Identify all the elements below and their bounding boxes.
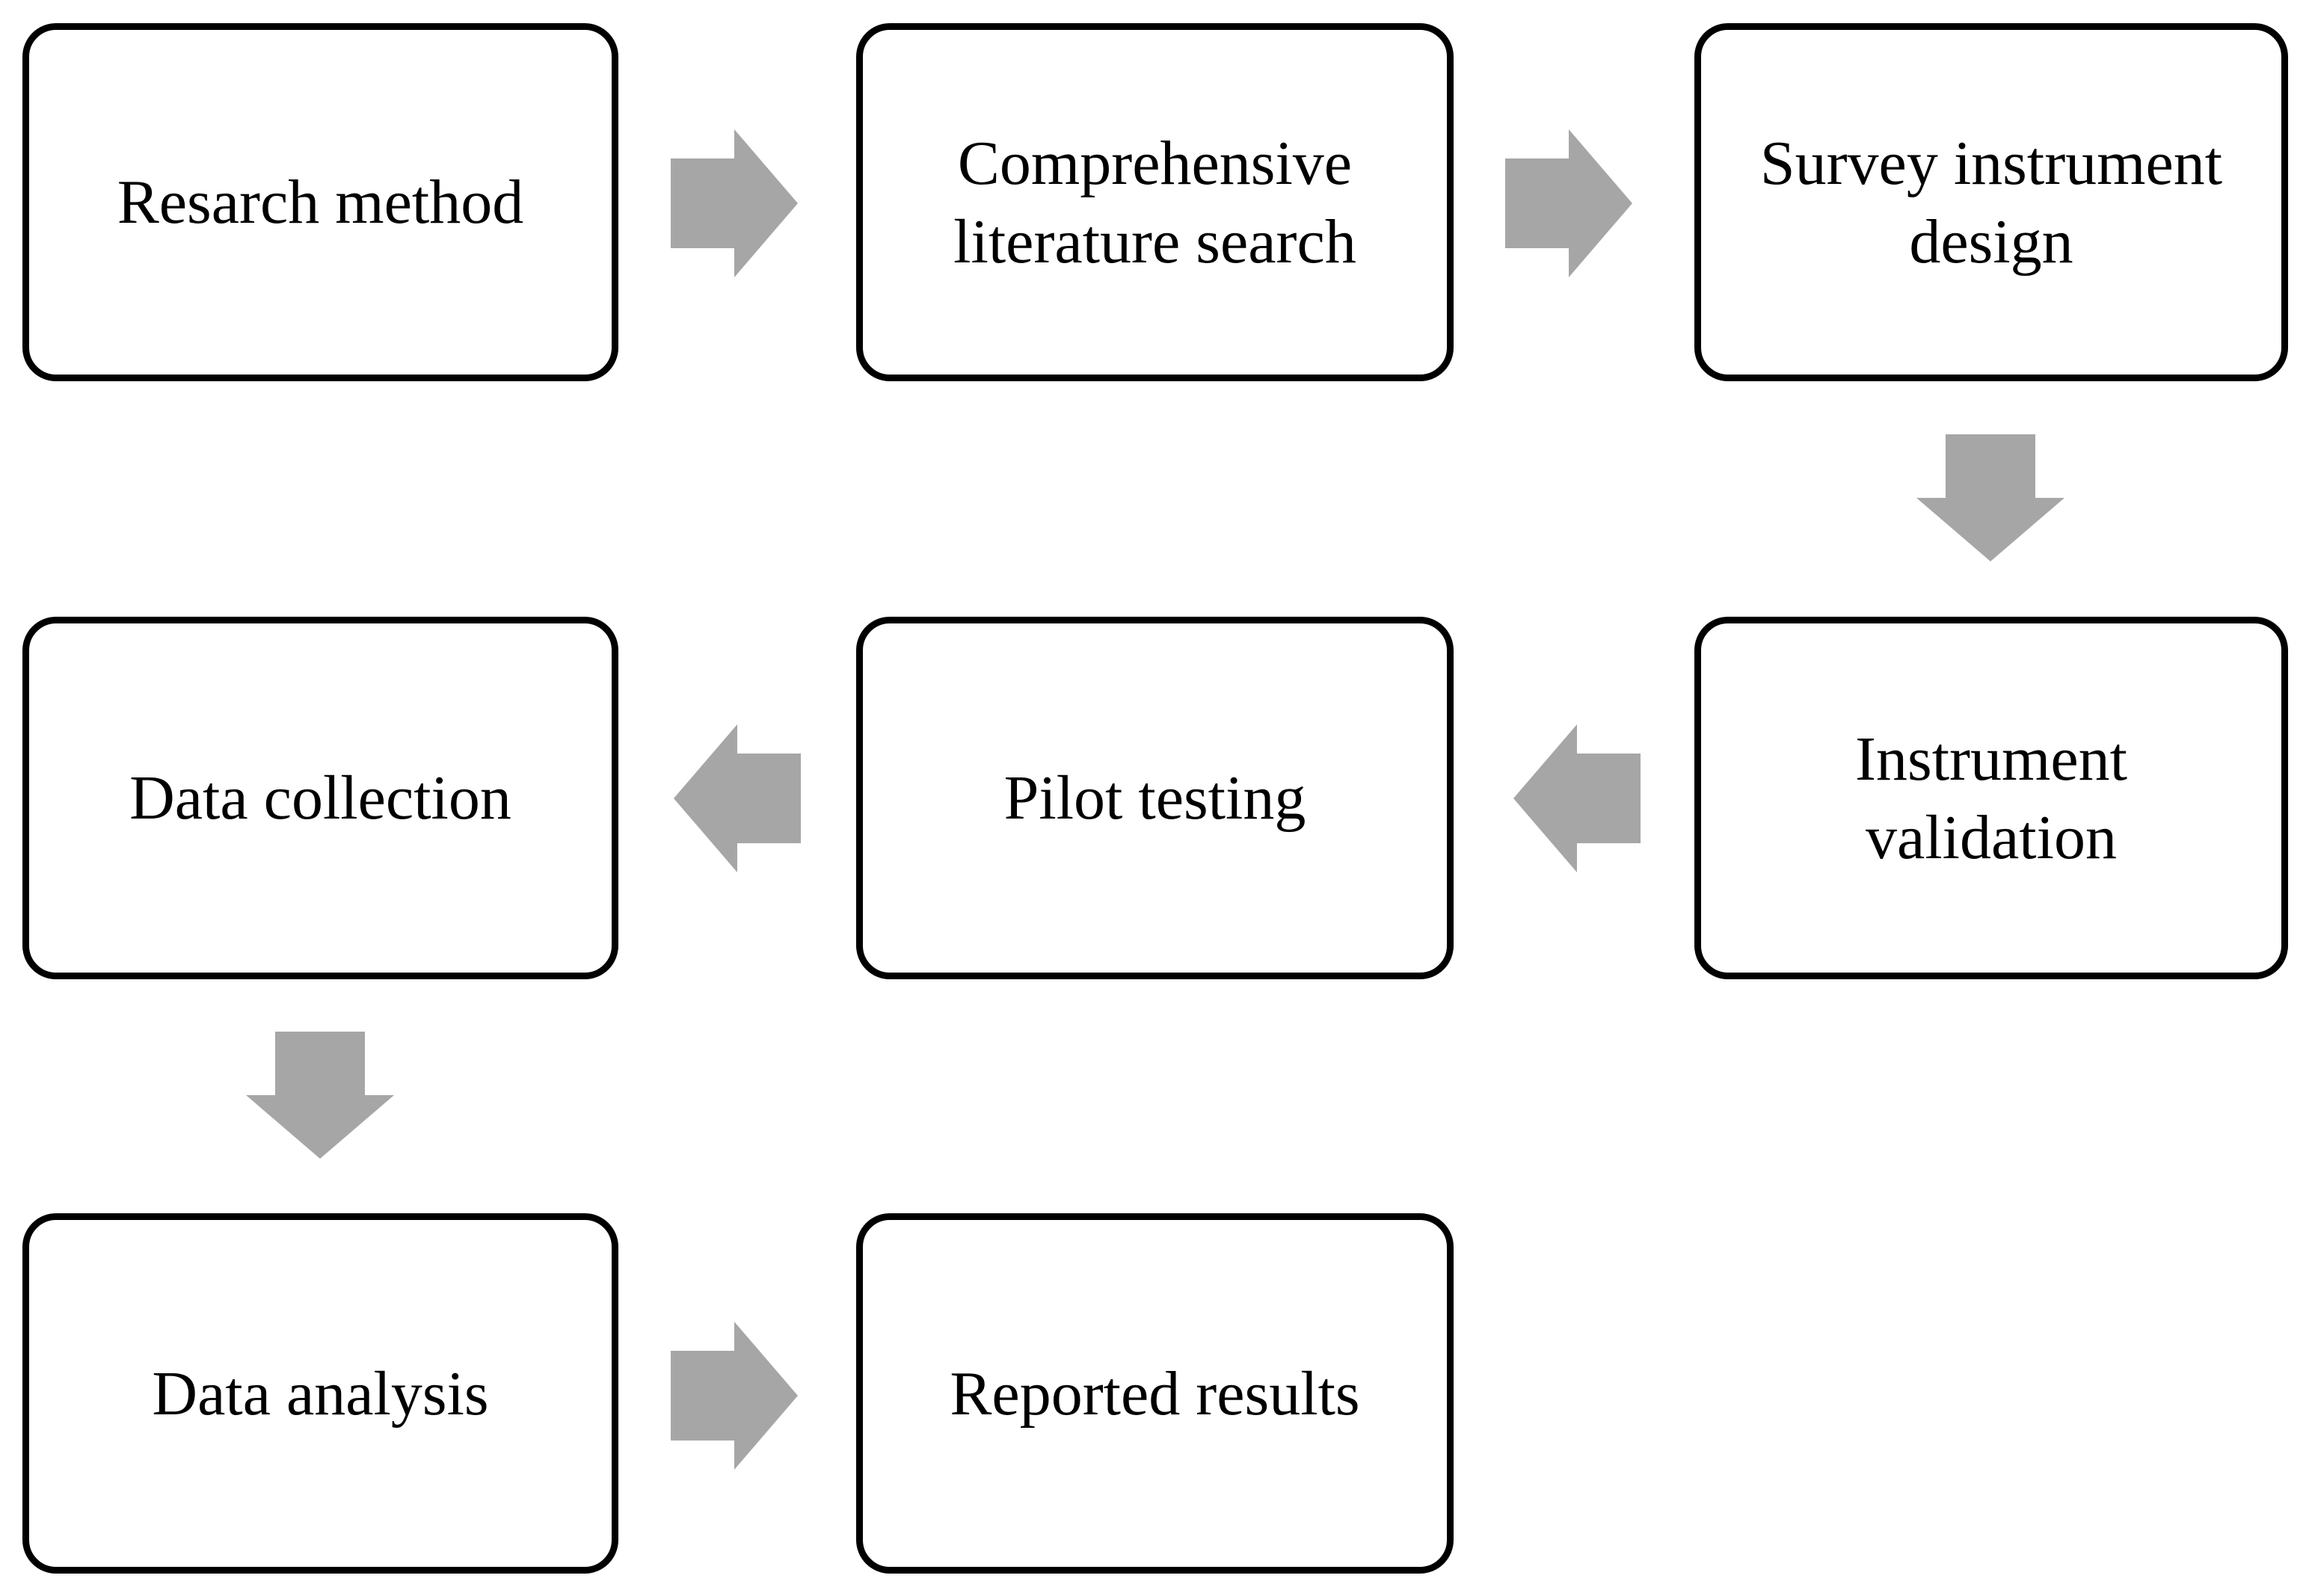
node-reported-results-label: Reported results (950, 1358, 1360, 1429)
arrow-down-icon-1 (1916, 434, 2064, 561)
node-data-analysis-label: Data analysis (152, 1358, 489, 1429)
node-reported-results: Reported results (856, 1213, 1454, 1574)
node-survey-instrument-design-label: Survey instrument design (1759, 128, 2223, 277)
node-instrument-validation: Instrument validation (1694, 617, 2288, 979)
arrow-right-icon-3 (671, 1322, 798, 1470)
node-instrument-validation-label: Instrument validation (1855, 724, 2127, 872)
node-research-method: Resarch method (22, 23, 618, 381)
arrow-left-icon-2 (674, 724, 801, 872)
arrow-down-icon-2 (246, 1032, 394, 1159)
node-data-collection: Data collection (22, 617, 618, 979)
node-research-method-label: Resarch method (117, 167, 524, 237)
node-comprehensive-literature-search-label: Comprehensive literature search (953, 128, 1356, 277)
arrow-left-icon-1 (1513, 724, 1641, 872)
arrow-right-icon-2 (1505, 129, 1632, 277)
node-survey-instrument-design: Survey instrument design (1694, 23, 2288, 381)
arrow-right-icon-1 (671, 129, 798, 277)
node-pilot-testing: Pilot testing (856, 617, 1454, 979)
node-pilot-testing-label: Pilot testing (1003, 763, 1306, 833)
node-data-analysis: Data analysis (22, 1213, 618, 1574)
node-comprehensive-literature-search: Comprehensive literature search (856, 23, 1454, 381)
node-data-collection-label: Data collection (129, 763, 511, 833)
